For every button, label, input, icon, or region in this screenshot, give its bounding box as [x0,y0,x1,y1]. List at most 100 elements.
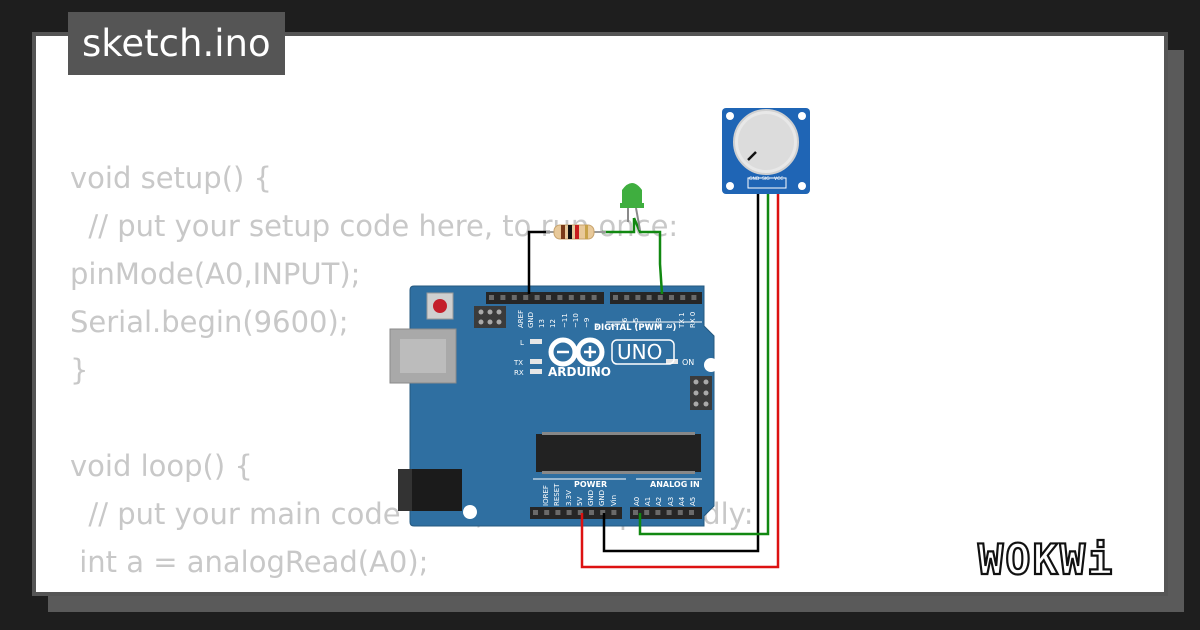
header-pin[interactable] [546,295,551,300]
sketch-title-tab[interactable]: sketch.ino [68,12,285,75]
power-header-label: POWER [574,480,607,489]
pin-label: 7 [610,324,618,328]
pin-label: 5V [576,497,584,506]
pin-label: ~10 [572,313,580,328]
pin-label: AREF [517,310,525,328]
header-pin[interactable] [646,295,652,300]
pin-label: GND [527,312,535,328]
digital-header-label: DIGITAL (PWM ~) [594,323,676,333]
header-pin[interactable] [568,295,574,300]
mounting-hole [463,505,477,519]
header-pin[interactable] [580,295,586,300]
pin-label: 13 [538,319,546,328]
code-line: } [70,353,89,387]
power-wire-potentiometer[interactable] [580,189,780,569]
on-led-label: ON [682,358,694,367]
pot-pin-label: VCC [774,176,783,182]
pin-label: 12 [549,319,557,328]
pin-label: 3.3V [565,490,573,506]
analog-header-label: ANALOG IN [650,480,700,489]
header-pin[interactable] [523,295,529,300]
code-line: pinMode(A0,INPUT); [70,257,361,291]
digital-header-right[interactable] [610,292,702,304]
l-led-label: L [520,339,524,347]
header-pin[interactable] [677,510,683,515]
header-pin[interactable] [511,295,517,300]
header-pin[interactable] [657,295,663,300]
header-pin[interactable] [557,295,563,300]
pin-label: A0 [633,497,641,506]
header-pin[interactable] [489,295,494,300]
rx-led-indicator [530,369,542,374]
knob-indicator [747,151,757,161]
pin-label: TX 1 [678,312,686,329]
led-body [622,183,642,206]
uno-model-label: UNO [617,340,662,364]
resistor-led-wire[interactable] [602,218,636,234]
header-pin[interactable] [544,510,550,515]
header-pin[interactable] [633,510,638,515]
pin-label: RX 0 [689,312,697,328]
header-pin[interactable] [611,510,617,515]
header-pin[interactable] [680,295,686,300]
header-pin[interactable] [624,295,630,300]
header-pin[interactable] [566,510,572,515]
header-pin[interactable] [589,510,594,515]
header-pin[interactable] [577,510,583,515]
code-line: void setup() { [70,161,272,195]
header-pin[interactable] [555,510,561,515]
l-led-indicator [530,339,542,344]
pin-label: 8 [594,324,602,328]
code-line: // put your setup code here, to run once… [70,209,679,243]
pin-label: ~11 [561,313,569,328]
gnd-wire-led[interactable] [527,230,550,294]
arduino-brand-label: ARDUINO [548,365,611,379]
tx-led-indicator [530,359,542,364]
mounting-hole [704,358,718,372]
header-pin[interactable] [591,295,597,300]
header-pin[interactable] [613,295,618,300]
header-pin[interactable] [666,510,672,515]
project-preview-card: void setup() { // put your setup code he… [32,32,1168,596]
icsp-header-right [690,376,712,410]
header-pin[interactable] [644,510,650,515]
rx-led-label: RX [514,369,524,377]
signal-wire-potentiometer[interactable] [638,189,770,536]
pin-label: GND [587,490,595,506]
green-led[interactable] [620,183,644,231]
header-pin[interactable] [669,295,674,300]
header-pin[interactable] [600,510,606,515]
code-line: int a = analogRead(A0); [70,545,429,579]
code-line: void loop() { [70,449,253,483]
icsp-header [474,306,506,328]
power-header[interactable] [530,507,622,519]
header-pin[interactable] [533,510,538,515]
led-pin3-wire[interactable] [632,217,664,295]
header-pin[interactable] [691,295,697,300]
pin-label: ~5 [632,318,640,328]
arduino-infinity-logo [548,337,605,367]
header-pin[interactable] [689,510,694,515]
on-led-indicator [666,359,678,364]
header-pin[interactable] [655,510,661,515]
potentiometer[interactable]: GND SIG VCC [722,108,810,194]
gnd-wire-potentiometer[interactable] [602,189,760,553]
pin-label: IOREF [542,485,550,506]
resistor[interactable] [546,224,606,240]
code-line: Serial.begin(9600); [70,305,349,339]
wokwi-logo: WOKWi [977,534,1114,585]
tx-led-label: TX [513,359,523,367]
pot-pin-label: GND [749,176,760,182]
header-pin[interactable] [534,295,540,300]
header-pin[interactable] [635,295,641,300]
pin-label: A2 [655,497,663,506]
reset-button-cap [433,299,447,313]
pin-label: ~3 [655,318,663,328]
header-pin[interactable] [500,295,506,300]
atmega-chip [536,432,701,474]
pin-label: A4 [678,496,686,506]
